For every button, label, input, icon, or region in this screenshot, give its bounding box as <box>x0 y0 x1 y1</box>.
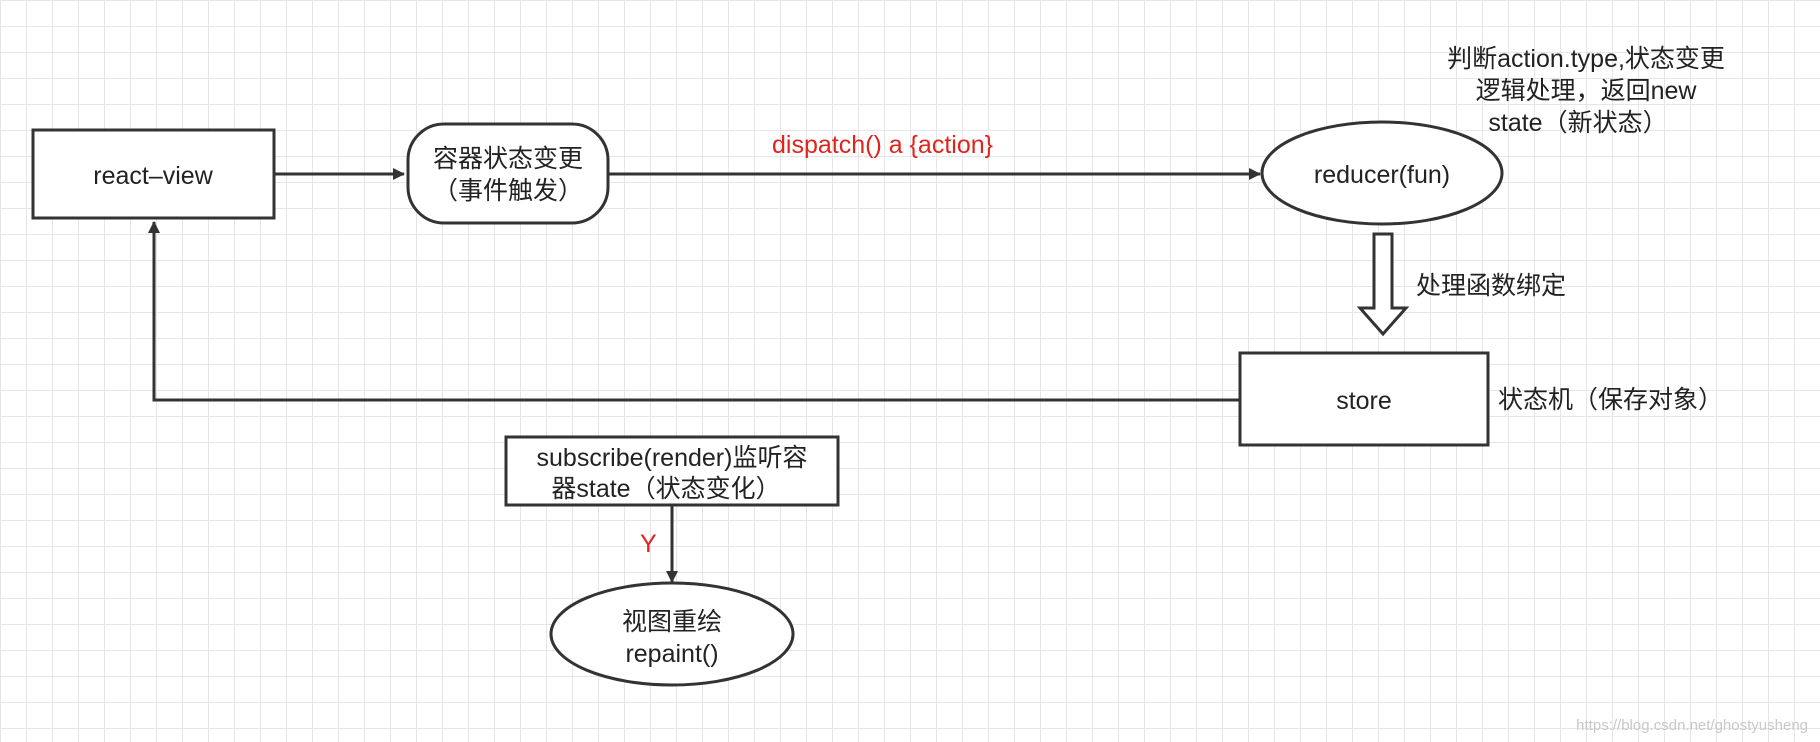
watermark: https://blog.csdn.net/ghostyusheng <box>1576 717 1808 734</box>
reducer-ellipse <box>1260 120 1504 226</box>
store-note: 状态机（保存对象） <box>1498 386 1723 414</box>
hollow-down-arrow <box>1356 232 1410 337</box>
repaint-ellipse <box>549 581 795 687</box>
node-react-view: react–view <box>31 128 276 220</box>
reducer-note-line1: 判断action.type,状态变更 <box>1447 45 1725 73</box>
store-label: store <box>1336 387 1392 415</box>
subscribe-label-line1: subscribe(render)监听容 <box>537 444 808 472</box>
react-view-label: react–view <box>93 162 213 190</box>
node-store: store <box>1238 351 1490 447</box>
dispatch-label: dispatch() a {action} <box>772 131 993 159</box>
repaint-label-line1: 视图重绘 <box>622 608 722 636</box>
store-box <box>1238 351 1490 447</box>
container-label-line1: 容器状态变更 <box>433 145 583 173</box>
repaint-label-line2: repaint() <box>625 640 718 668</box>
node-repaint: 视图重绘 repaint() <box>549 581 795 687</box>
subscribe-box <box>504 435 840 507</box>
container-label-line2: （事件触发） <box>433 177 583 205</box>
node-container-state-change: 容器状态变更 （事件触发） <box>406 122 610 225</box>
edge-store-to-view <box>148 221 1240 402</box>
subscribe-label-line2: 器state（状态变化） <box>551 475 780 503</box>
y-label: Y <box>640 530 657 558</box>
edges <box>148 168 1410 583</box>
node-reducer: reducer(fun) <box>1260 120 1504 226</box>
reducer-note: 判断action.type,状态变更 逻辑处理，返回new state（新状态） <box>1447 45 1725 137</box>
reducer-note-line3: state（新状态） <box>1488 109 1667 137</box>
bind-note: 处理函数绑定 <box>1416 272 1566 300</box>
react-view-box <box>31 128 276 220</box>
container-box <box>406 122 610 225</box>
node-subscribe: subscribe(render)监听容 器state（状态变化） <box>504 435 840 507</box>
reducer-note-line2: 逻辑处理，返回new <box>1476 77 1698 105</box>
reducer-label: reducer(fun) <box>1314 161 1450 189</box>
